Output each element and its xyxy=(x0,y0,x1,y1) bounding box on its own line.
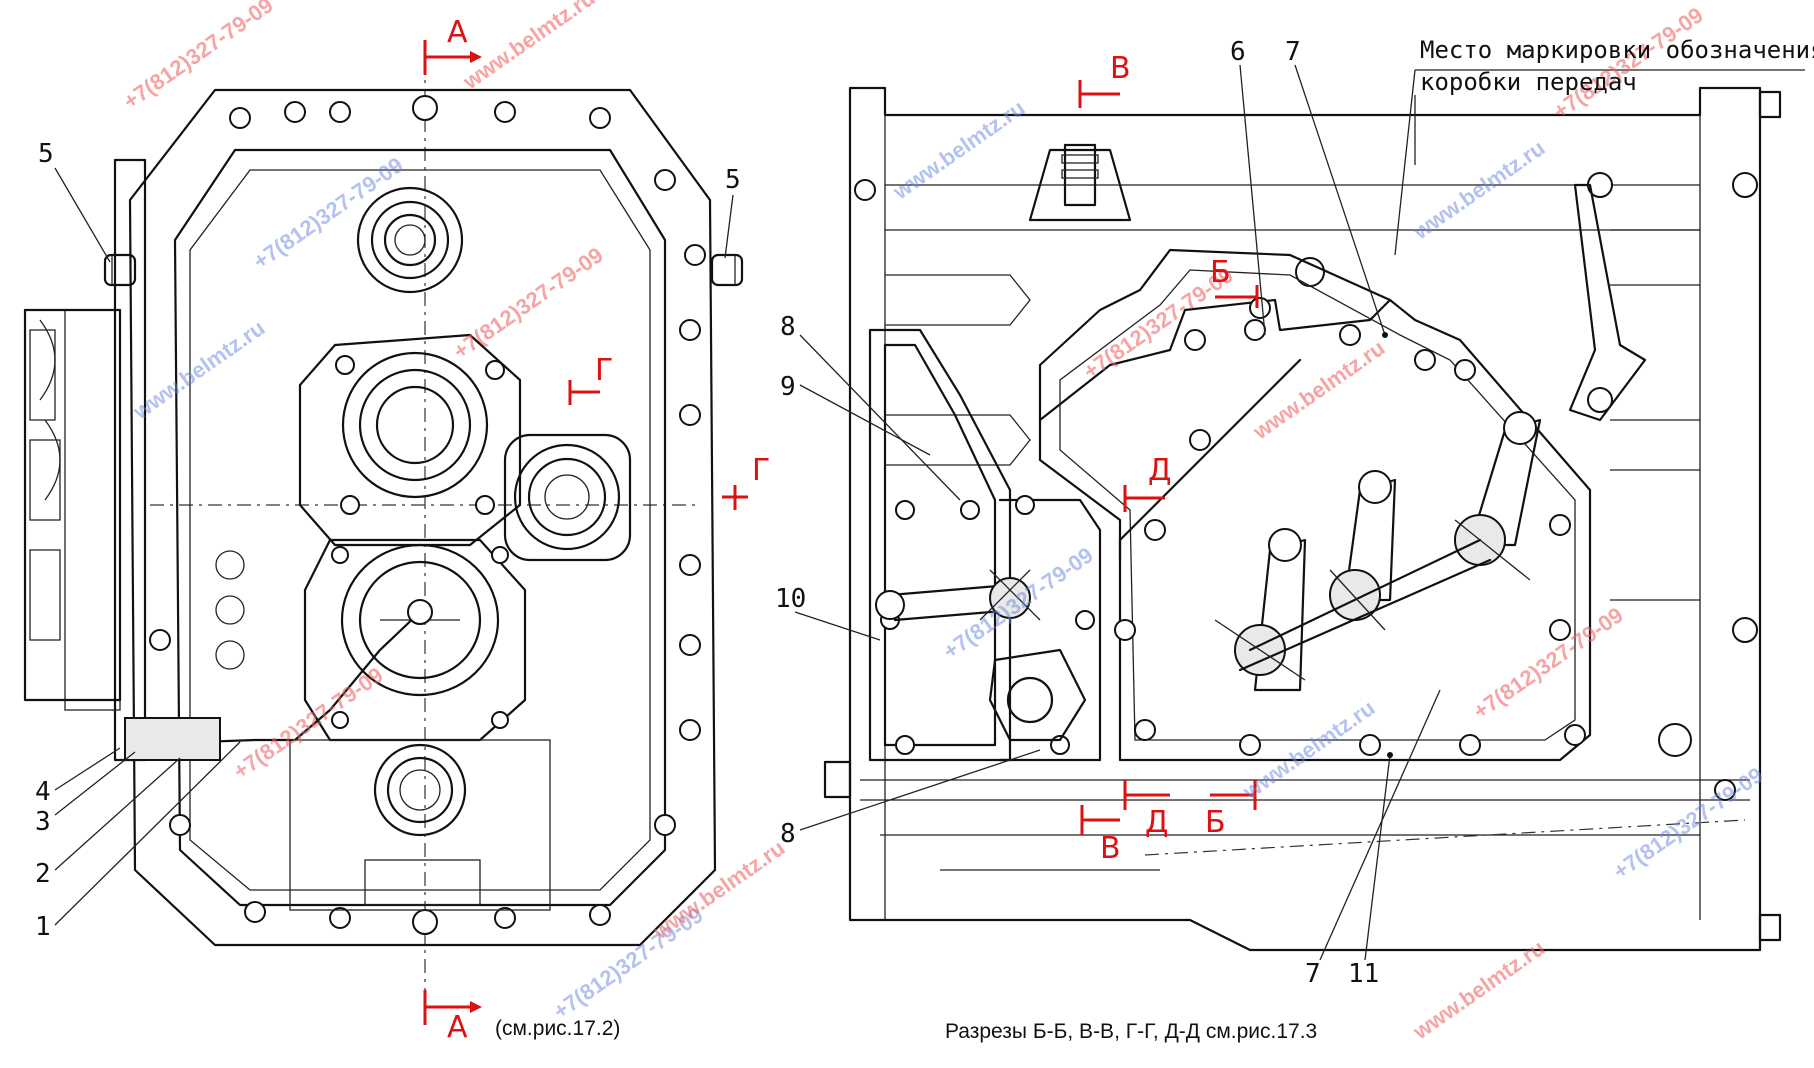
watermark: +7(812)327-79-09 xyxy=(229,662,388,784)
section-letters: А А Г Г В Б Д В Д Б xyxy=(447,15,1231,1045)
watermark: www.belmtz.ru xyxy=(458,0,600,95)
marking-note-line1: Место маркировки обозначения xyxy=(1420,36,1814,64)
front-view xyxy=(23,60,744,1000)
flange-bolts xyxy=(149,95,706,935)
side-view xyxy=(794,64,1805,961)
plug-right xyxy=(710,253,744,287)
callout-6: 6 xyxy=(1230,37,1246,67)
housing-outer-outline xyxy=(128,88,717,947)
side-bearing xyxy=(503,433,632,562)
section-g-left: Г xyxy=(595,353,613,388)
section-b-bottom: Б xyxy=(1205,805,1226,840)
sections-caption: Разрезы Б-Б, В-В, Г-Г, Д-Д см.рис.17.3 xyxy=(945,1020,1317,1043)
callout-7-top: 7 xyxy=(1285,37,1301,67)
main-bearing-cover xyxy=(298,333,522,547)
watermark: +7(812)327-79-09 xyxy=(449,242,608,364)
callout-10: 10 xyxy=(775,584,806,614)
breather xyxy=(1028,143,1132,222)
notes: Место маркировки обозначения коробки пер… xyxy=(495,36,1814,1043)
interlock-cover xyxy=(868,328,1102,762)
watermark: www.belmtz.ru xyxy=(888,95,1030,205)
section-b-top: Б xyxy=(1210,255,1231,290)
oil-pipe xyxy=(198,610,422,744)
section-v-top: В xyxy=(1110,51,1131,86)
watermark: www.belmtz.ru xyxy=(1408,935,1550,1045)
side-housing-outline xyxy=(848,86,1762,952)
plug-left xyxy=(103,253,137,287)
watermark: www.belmtz.ru xyxy=(128,315,270,425)
callout-8-bottom: 8 xyxy=(780,819,796,849)
watermark: www.belmtz.ru xyxy=(1408,135,1550,245)
callout-11: 11 xyxy=(1348,959,1379,989)
callout-7-bottom: 7 xyxy=(1305,959,1321,989)
shift-mechanism-housing xyxy=(23,308,122,702)
pipe-fitting xyxy=(124,717,221,761)
watermark: www.belmtz.ru xyxy=(648,835,790,945)
callout-5-left: 5 xyxy=(38,139,54,169)
lower-bearing xyxy=(289,739,551,911)
callout-5-right: 5 xyxy=(725,165,741,195)
shift-cover-bolts xyxy=(1114,297,1586,756)
front-view-caption: (см.рис.17.2) xyxy=(495,1017,620,1040)
section-v-bottom: В xyxy=(1100,831,1121,866)
shift-forks xyxy=(1214,411,1542,692)
section-a-top: А xyxy=(447,15,468,50)
shift-cover xyxy=(1038,248,1592,762)
shift-lever xyxy=(875,569,1087,742)
section-a-bottom: А xyxy=(447,1010,468,1045)
section-d-bottom: Д xyxy=(1145,805,1168,840)
callout-8-top: 8 xyxy=(780,312,796,342)
callout-labels: 5 5 4 3 2 1 6 7 8 9 10 8 7 11 xyxy=(35,37,1379,989)
section-marks xyxy=(423,40,1259,1025)
housing-inner-outline xyxy=(173,148,667,907)
callout-2: 2 xyxy=(35,859,51,889)
upper-bearing xyxy=(356,186,464,294)
callout-1: 1 xyxy=(35,912,51,942)
section-d-mid: Д xyxy=(1148,453,1171,488)
marking-note-line2: коробки передач xyxy=(1420,68,1637,96)
callout-3: 3 xyxy=(35,807,51,837)
callout-9: 9 xyxy=(780,372,796,402)
watermark: +7(812)327-79-09 xyxy=(1469,602,1628,724)
section-g-right: Г xyxy=(752,453,770,488)
watermark: +7(812)327-79-09 xyxy=(119,0,278,114)
watermark: +7(812)327-79-09 xyxy=(939,542,1098,664)
callout-4: 4 xyxy=(35,777,51,807)
